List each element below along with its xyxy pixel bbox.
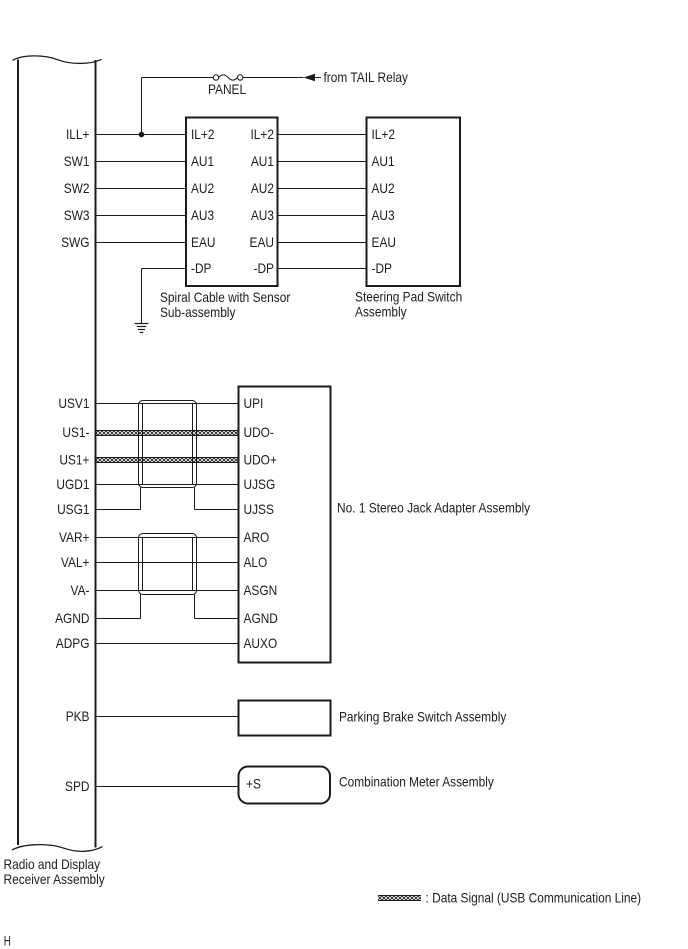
svg-text:AGND: AGND [244, 610, 278, 626]
svg-text:AU1: AU1 [191, 153, 214, 169]
svg-text:VA-: VA- [71, 582, 90, 598]
svg-text:SWG: SWG [61, 234, 89, 250]
svg-text:-DP: -DP [191, 260, 212, 276]
svg-text:EAU: EAU [191, 234, 216, 250]
svg-text:Steering Pad Switch: Steering Pad Switch [355, 289, 462, 305]
svg-text:ASGN: ASGN [244, 582, 278, 598]
svg-text:EAU: EAU [250, 234, 275, 250]
svg-text:Receiver Assembly: Receiver Assembly [4, 871, 105, 887]
svg-text:-DP: -DP [254, 260, 275, 276]
svg-text:IL+2: IL+2 [191, 126, 215, 142]
svg-text:US1+: US1+ [59, 452, 89, 468]
svg-text:VAL+: VAL+ [61, 554, 90, 570]
svg-text:PKB: PKB [66, 708, 90, 724]
svg-text:SPD: SPD [65, 778, 90, 794]
svg-text:ILL+: ILL+ [66, 126, 90, 142]
svg-text:AU1: AU1 [251, 153, 274, 169]
svg-text:Parking Brake Switch Assembly: Parking Brake Switch Assembly [339, 709, 506, 725]
svg-text:: Data Signal (USB Communicati: : Data Signal (USB Communication Line) [426, 890, 642, 906]
svg-text:-DP: -DP [372, 260, 393, 276]
svg-text:USG1: USG1 [57, 501, 90, 517]
svg-text:+S: +S [246, 776, 261, 792]
svg-text:H: H [4, 932, 11, 948]
svg-text:Sub-assembly: Sub-assembly [160, 304, 235, 320]
svg-text:AU3: AU3 [251, 207, 274, 223]
svg-text:SW2: SW2 [64, 180, 90, 196]
svg-text:SW3: SW3 [64, 207, 90, 223]
svg-text:AU1: AU1 [372, 153, 395, 169]
svg-text:ADPG: ADPG [56, 635, 90, 651]
svg-text:UDO+: UDO+ [244, 452, 277, 468]
svg-text:AU2: AU2 [251, 180, 274, 196]
svg-text:US1-: US1- [62, 424, 89, 440]
svg-text:UGD1: UGD1 [56, 476, 89, 492]
svg-text:EAU: EAU [372, 234, 397, 250]
svg-text:AUXO: AUXO [244, 635, 278, 651]
svg-text:No. 1 Stereo Jack Adapter Asse: No. 1 Stereo Jack Adapter Assembly [337, 499, 530, 515]
svg-text:AU3: AU3 [372, 207, 395, 223]
svg-text:Assembly: Assembly [355, 303, 407, 319]
svg-text:ALO: ALO [244, 554, 268, 570]
svg-text:from TAIL Relay: from TAIL Relay [324, 69, 408, 85]
svg-text:PANEL: PANEL [208, 81, 246, 97]
svg-text:Radio and Display: Radio and Display [4, 856, 101, 872]
svg-text:AU2: AU2 [372, 180, 395, 196]
svg-text:IL+2: IL+2 [372, 126, 396, 142]
svg-text:USV1: USV1 [58, 395, 89, 411]
svg-text:Spiral Cable with Sensor: Spiral Cable with Sensor [160, 289, 291, 305]
svg-text:UJSS: UJSS [244, 501, 274, 517]
svg-text:UPI: UPI [244, 395, 264, 411]
svg-text:VAR+: VAR+ [59, 529, 90, 545]
svg-text:UDO-: UDO- [244, 424, 275, 440]
svg-text:AGND: AGND [55, 610, 89, 626]
svg-text:Combination Meter Assembly: Combination Meter Assembly [339, 774, 494, 790]
svg-text:IL+2: IL+2 [251, 126, 275, 142]
svg-text:ARO: ARO [244, 529, 270, 545]
svg-text:AU2: AU2 [191, 180, 214, 196]
svg-text:AU3: AU3 [191, 207, 214, 223]
svg-text:UJSG: UJSG [244, 476, 276, 492]
svg-text:SW1: SW1 [64, 153, 90, 169]
